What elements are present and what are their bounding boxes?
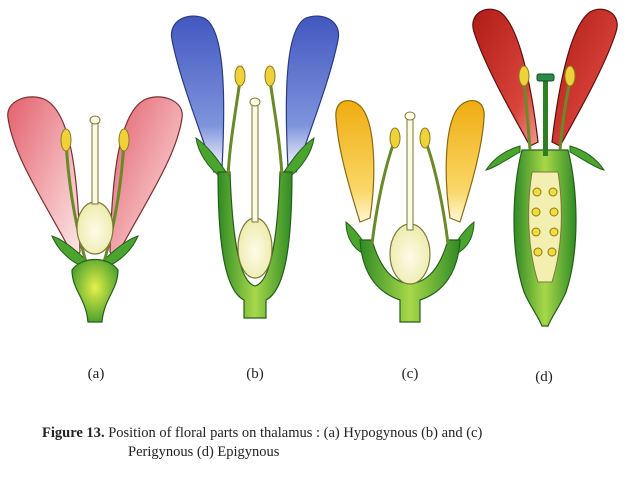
petal-right-d <box>551 8 618 147</box>
thalamus-a <box>71 258 119 323</box>
anther-right-a <box>118 128 130 152</box>
ovules-d <box>531 187 559 257</box>
stamen-filament-left-a <box>64 139 88 263</box>
stamen-filament-right-c <box>424 141 450 245</box>
sepal-left-b <box>195 136 227 179</box>
thalamus-c <box>359 239 461 323</box>
anther-left-c <box>389 127 401 149</box>
stigma-c <box>404 111 416 121</box>
style-d <box>543 80 548 156</box>
anther-left-d <box>518 65 530 87</box>
stamen-filament-right-b <box>268 79 284 177</box>
anther-right-b <box>264 65 276 87</box>
anther-left-a <box>60 128 72 152</box>
flower-b-perigynous <box>170 15 340 319</box>
caption-line-2: Perigynous (d) Epigynous <box>128 444 280 460</box>
panel-label-b: (b) <box>246 366 264 382</box>
petal-left-b <box>170 15 225 173</box>
petal-right-b <box>285 15 340 173</box>
stigma-b <box>249 97 261 107</box>
ovary-b <box>237 217 273 279</box>
sepal-right-d <box>569 145 606 171</box>
cup-thalamus-b <box>217 171 293 319</box>
ovary-locule-d <box>528 171 562 283</box>
anther-left-b <box>234 65 246 87</box>
sepal-left-d <box>484 145 521 171</box>
petal-right-c <box>445 100 485 223</box>
sepal-right-b <box>283 136 315 179</box>
ovary-c <box>389 223 431 285</box>
panel-label-d: (d) <box>535 369 553 385</box>
stigma-d <box>536 73 555 82</box>
panel-label-a: (a) <box>87 366 105 382</box>
stamen-filament-left-b <box>226 79 242 177</box>
flower-c-perigynous <box>335 100 485 323</box>
stigma-a <box>89 115 101 125</box>
flower-a-hypogynous <box>7 96 183 323</box>
panel-label-c: (c) <box>401 366 419 382</box>
figure-label: Figure 13 <box>42 425 101 441</box>
style-b <box>251 103 259 223</box>
anther-right-d <box>564 65 576 87</box>
figure-caption: Figure 13. Position of floral parts on t… <box>42 424 622 462</box>
style-a <box>91 121 99 205</box>
stamen-filament-left-c <box>370 141 396 245</box>
flower-d-epigynous <box>472 8 618 327</box>
ovary-a <box>76 201 114 255</box>
sepal-right-a <box>101 235 139 269</box>
stamen-filament-right-a <box>102 139 126 263</box>
sepal-left-a <box>51 235 89 269</box>
style-c <box>406 117 414 231</box>
anther-right-c <box>419 127 431 149</box>
caption-line-1: Position of floral parts on thalamus : (… <box>108 425 483 441</box>
petal-left-c <box>335 100 375 223</box>
